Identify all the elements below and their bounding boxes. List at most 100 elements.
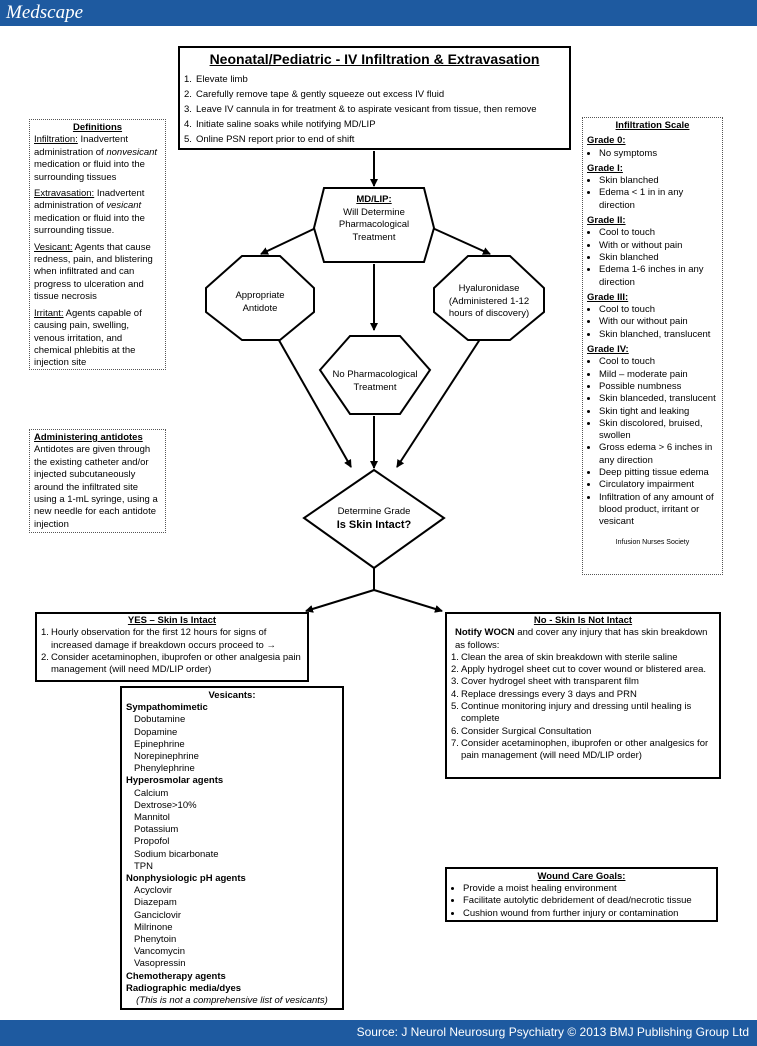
- yes-item: 1.Hourly observation for the first 12 ho…: [41, 627, 303, 652]
- vesicant-category: Nonphysiologic pH agents: [126, 873, 246, 885]
- no-item: 1.Clean the area of skin breakdown with …: [451, 652, 715, 664]
- grade-item: Mild – moderate pain: [599, 369, 718, 381]
- grade-label: Grade II:: [587, 215, 626, 227]
- grade-item: Skin blanched: [599, 175, 718, 187]
- vesicant-drug: Calcium: [134, 787, 169, 799]
- no-intro: Notify WOCN and cover any injury that ha…: [451, 627, 715, 652]
- arrow-grade-to-no: [373, 589, 443, 613]
- vesicant-drug: Dobutamine: [134, 714, 186, 726]
- definition-text: Agents capable of causing pain, swelling…: [34, 307, 142, 369]
- item-number: 3.: [451, 676, 459, 688]
- yes-skin-intact-box: YES – Skin Is Intact 1.Hourly observatio…: [35, 612, 309, 682]
- hyaluronidase-octagon: [433, 255, 545, 341]
- vesicant-drug: Milrinone: [134, 921, 173, 933]
- antidote-octagon: [205, 255, 315, 341]
- no-item: 7.Consider acetaminophen, ibuprofen or o…: [451, 738, 715, 763]
- no-title: No - Skin Is Not Intact: [533, 615, 633, 626]
- definitions-title: Definitions: [72, 122, 123, 133]
- vesicant-drug: Dopamine: [134, 726, 178, 738]
- no-item: 3.Cover hydrogel sheet with transparent …: [451, 676, 715, 688]
- item-number: 1.: [451, 651, 459, 663]
- item-text: Consider acetaminophen, ibuprofen or oth…: [461, 737, 709, 762]
- vesicants-note: (This is not a comprehensive list of ves…: [136, 995, 328, 1007]
- wound-goal: Cushion wound from further injury or con…: [463, 908, 712, 920]
- vesicant-drug: Vancomycin: [134, 946, 186, 958]
- step-text: Leave IV cannula in for treatment & to a…: [196, 104, 537, 115]
- vesicant-drug: Sodium bicarbonate: [134, 848, 219, 860]
- nopharm-node: No Pharmacological Treatment: [332, 369, 418, 393]
- no-item: 5.Continue monitoring injury and dressin…: [451, 701, 715, 726]
- arrow-mdlip-to-hyaluronidase: [427, 225, 491, 255]
- vesicant-drug: Propofol: [134, 836, 170, 848]
- vesicant-drug: Potassium: [134, 824, 179, 836]
- wound-goal: Facilitate autolytic debridement of dead…: [463, 895, 712, 907]
- item-text: Consider acetaminophen, ibuprofen or oth…: [51, 651, 301, 676]
- item-number: 5.: [451, 701, 459, 713]
- yes-item: 2.Consider acetaminophen, ibuprofen or o…: [41, 652, 303, 677]
- grade-list: Cool to touchWith our without painSkin b…: [587, 304, 718, 341]
- vesicant-drug: TPN: [134, 860, 153, 872]
- bottom-banner: [0, 1020, 757, 1046]
- wound-goals-list: Provide a moist healing environmentFacil…: [451, 883, 712, 920]
- vesicant-drug: Diazepam: [134, 897, 177, 909]
- grade-item: Skin blanched: [599, 252, 718, 264]
- main-step: 1.Elevate limb: [184, 72, 565, 87]
- grade-item: Skin blanched, translucent: [599, 329, 718, 341]
- vesicant-drug: Phenytoin: [134, 934, 177, 946]
- no-item: 6.Consider Surgical Consultation: [451, 726, 715, 738]
- vesicant-drug: Mannitol: [134, 812, 170, 824]
- vesicant-category: Chemotherapy agents: [126, 970, 226, 982]
- top-banner: [0, 0, 757, 26]
- grade-item: With our without pain: [599, 316, 718, 328]
- term-infiltration: Infiltration:: [34, 134, 78, 146]
- wound-care-goals-box: Wound Care Goals: Provide a moist healin…: [445, 867, 718, 922]
- mdlip-node: MD/LIP: Will Determine Pharmacological T…: [318, 194, 430, 244]
- step-text: Online PSN report prior to end of shift: [196, 134, 355, 145]
- medscape-logo[interactable]: Medscape: [6, 2, 84, 23]
- grade-list: Skin blanchedEdema < 1 in in any directi…: [587, 175, 718, 212]
- item-number: 2.: [451, 664, 459, 676]
- no-item: 2.Apply hydrogel sheet cut to cover woun…: [451, 664, 715, 676]
- grade-item: Infiltration of any amount of blood prod…: [599, 492, 718, 529]
- grade-label: Grade 0:: [587, 135, 626, 147]
- arrow-mdlip-to-antidote: [260, 225, 321, 255]
- main-step: 5.Online PSN report prior to end of shif…: [184, 132, 565, 147]
- mdlip-hexagon: [312, 187, 436, 263]
- definition-emphasis: vesicant: [106, 200, 142, 212]
- item-text: Apply hydrogel sheet cut to cover wound …: [461, 664, 707, 676]
- main-steps-box: Neonatal/Pediatric - IV Infiltration & E…: [178, 46, 571, 150]
- grade-item: Circulatory impairment: [599, 479, 718, 491]
- antidotes-box: Administering antidotes Antidotes are gi…: [29, 429, 166, 533]
- item-text: Continue monitoring injury and dressing …: [461, 701, 692, 725]
- no-item: 4.Replace dressings every 3 days and PRN: [451, 689, 715, 701]
- grade-item: Skin blanceded, translucent: [599, 393, 718, 405]
- no-intro-text: and cover any injury that has skin break…: [455, 627, 708, 651]
- item-number: 2.: [41, 651, 49, 663]
- vesicant-drug: Acyclovir: [134, 885, 173, 897]
- definition-emphasis: nonvesicant: [106, 146, 158, 158]
- item-number: 4.: [451, 688, 459, 700]
- grade-diamond: [302, 468, 446, 570]
- scale-credit: Infusion Nurses Society: [615, 538, 690, 546]
- vesicant-drug: Epinephrine: [134, 738, 185, 750]
- definition-text: medication or fluid into the surrounding…: [34, 212, 145, 237]
- definition-extravasation: Extravasation: Inadvertent administratio…: [34, 188, 161, 238]
- term-irritant: Irritant:: [34, 307, 64, 319]
- grade-label: Grade I:: [587, 162, 623, 174]
- vesicant-category: Sympathomimetic: [126, 702, 208, 714]
- definition-text: Agents that cause redness, pain, and bli…: [34, 241, 153, 303]
- antidote-node: Appropriate Antidote: [235, 290, 285, 314]
- term-vesicant: Vesicant:: [34, 241, 73, 253]
- definition-text: Inadvertent administration of: [34, 134, 128, 158]
- arrow-hyaluronidase-to-grade: [396, 329, 487, 468]
- main-step: 2.Carefully remove tape & gently squeeze…: [184, 87, 565, 102]
- wound-title: Wound Care Goals:: [537, 871, 626, 882]
- vesicants-title: Vesicants:: [208, 690, 256, 701]
- item-text: Cover hydrogel sheet with transparent fi…: [461, 676, 639, 688]
- definition-text: medication or fluid into the surrounding…: [34, 159, 145, 183]
- no-skin-not-intact-box: No - Skin Is Not Intact Notify WOCN and …: [445, 612, 721, 779]
- step-text: Initiate saline soaks while notifying MD…: [196, 119, 376, 130]
- item-number: 1.: [41, 627, 49, 639]
- step-number: 2.: [184, 89, 192, 100]
- nopharm-hexagon: [318, 335, 432, 415]
